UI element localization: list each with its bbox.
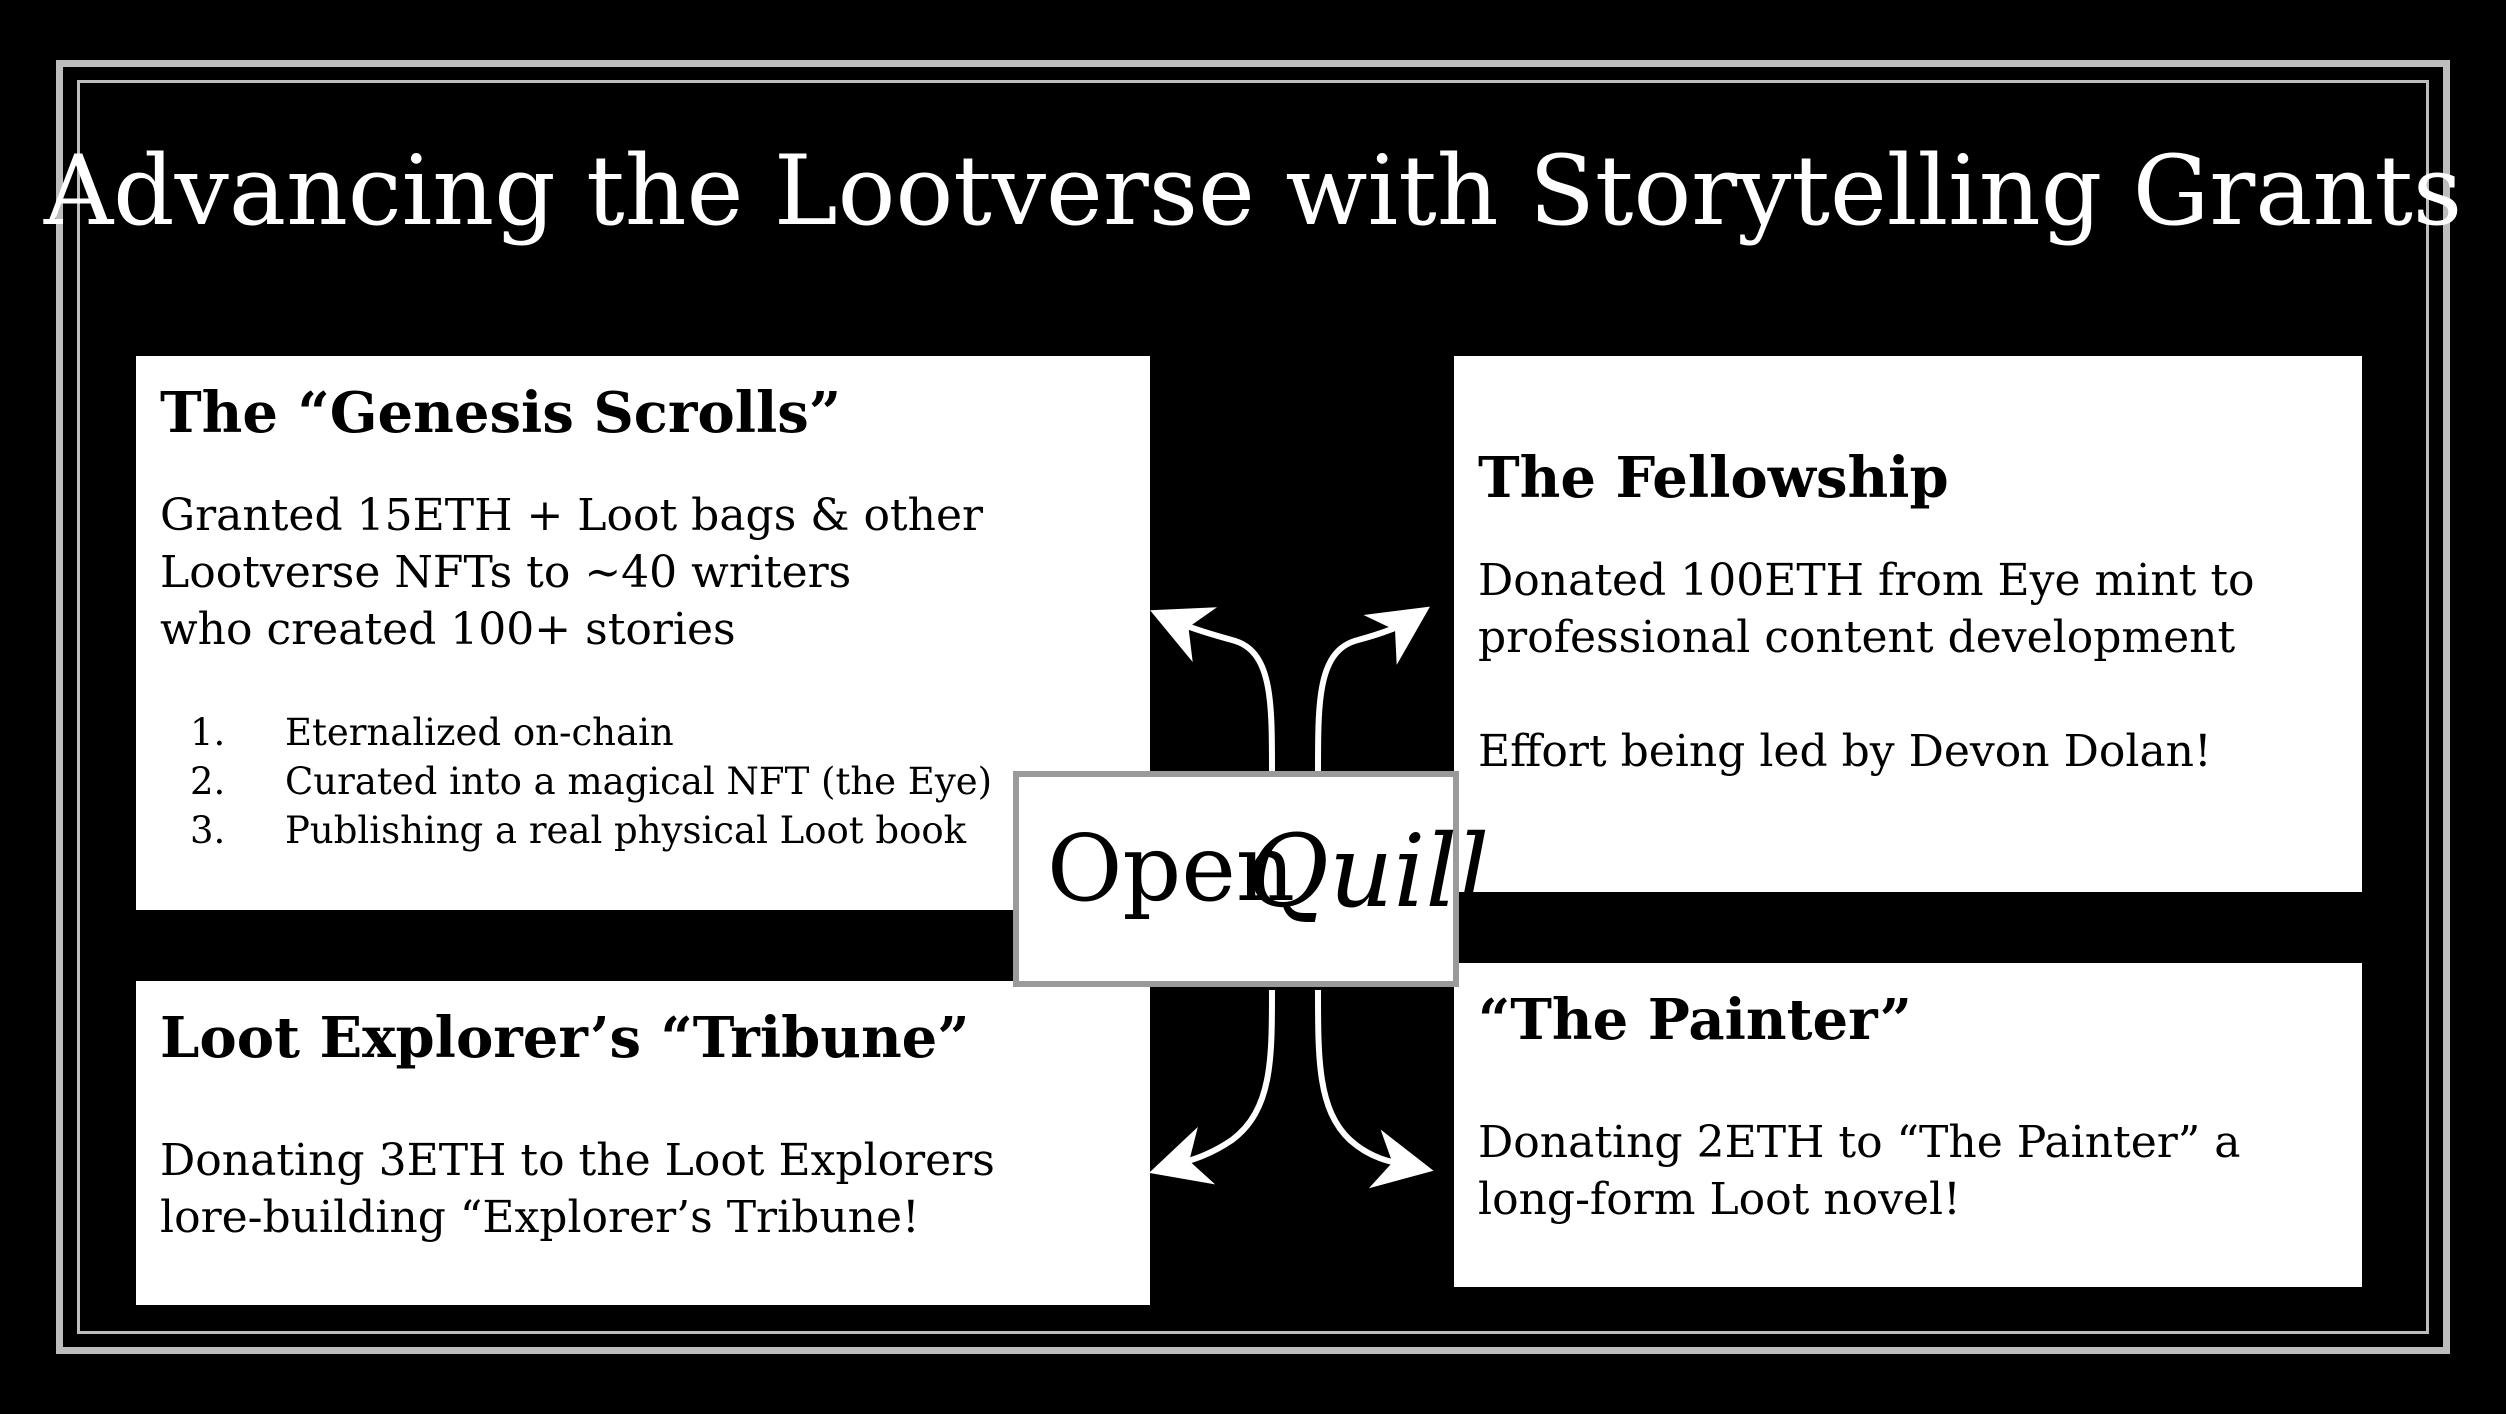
painter-line: long-form Loot novel! — [1478, 1174, 1961, 1226]
fellowship-line: professional content development — [1478, 612, 2236, 664]
outer-frame — [56, 60, 2450, 1354]
logo-word-quill: Quill — [1247, 813, 1490, 930]
slide-title: Advancing the Lootverse with Storytellin… — [43, 135, 2463, 247]
openquill-logo: Open Quill — [1013, 771, 1489, 987]
fellowship-line: Donated 100ETH from Eye mint to — [1478, 555, 2255, 607]
inner-frame — [77, 80, 2429, 1334]
list-item: 2.Curated into a magical NFT (the Eye) — [190, 760, 993, 804]
genesis-scrolls-card: The “Genesis Scrolls” Granted 15ETH + Lo… — [136, 356, 1150, 910]
tribune-title: Loot Explorer’s “Tribune” — [160, 1005, 970, 1071]
fellowship-note: Effort being led by Devon Dolan! — [1478, 726, 2212, 778]
tribune-line: Donating 3ETH to the Loot Explorers — [160, 1135, 995, 1187]
painter-title: “The Painter” — [1478, 987, 1912, 1053]
genesis-list: 1.Eternalized on-chain 2.Curated into a … — [160, 708, 1126, 855]
genesis-line: who created 100+ stories — [160, 604, 736, 656]
tribune-card: Loot Explorer’s “Tribune” Donating 3ETH … — [136, 981, 1150, 1305]
genesis-title: The “Genesis Scrolls” — [160, 380, 842, 446]
genesis-line: Lootverse NFTs to ~40 writers — [160, 547, 852, 599]
logo-word-open: Open — [1047, 815, 1296, 922]
painter-line: Donating 2ETH to “The Painter” a — [1478, 1117, 2241, 1169]
genesis-line: Granted 15ETH + Loot bags & other — [160, 490, 984, 542]
tribune-line: lore-building “Explorer’s Tribune! — [160, 1192, 920, 1244]
painter-card: “The Painter” Donating 2ETH to “The Pain… — [1454, 963, 2362, 1287]
list-item: 1.Eternalized on-chain — [190, 711, 674, 755]
fellowship-card: The Fellowship Donated 100ETH from Eye m… — [1454, 356, 2362, 892]
list-item: 3.Publishing a real physical Loot book — [190, 809, 967, 853]
fellowship-title: The Fellowship — [1478, 445, 1949, 511]
